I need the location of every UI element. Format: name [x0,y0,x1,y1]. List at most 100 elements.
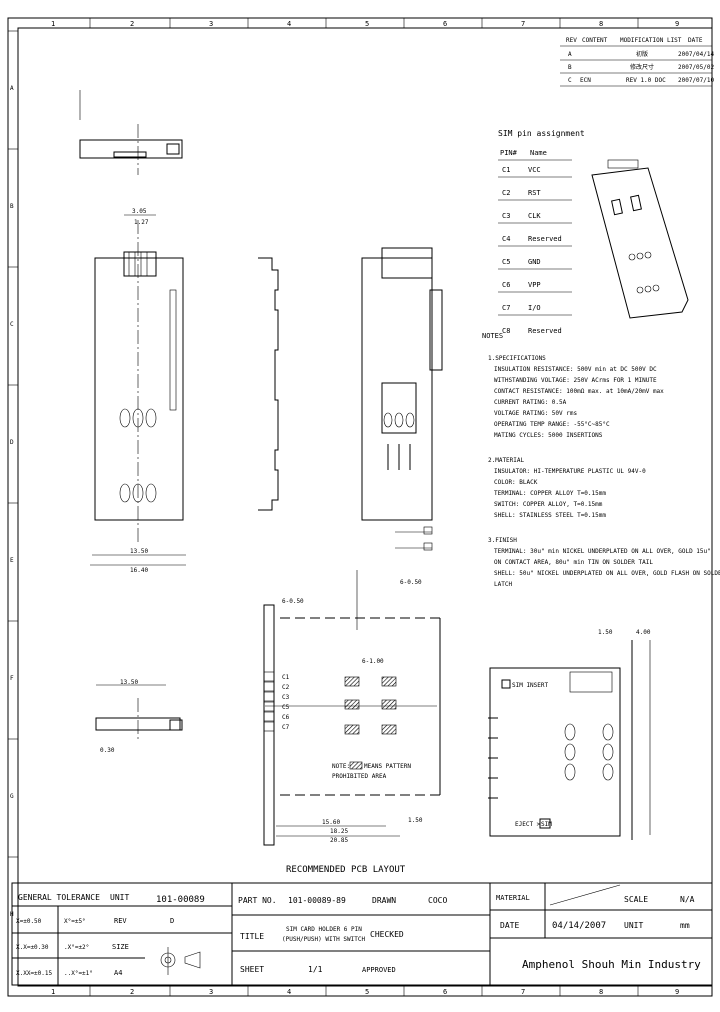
dimension-label: 1.50 [598,629,613,636]
dimension-label: 0.30 [100,747,115,754]
pcb-pin-pad [263,671,275,682]
name-header: Name [530,149,547,157]
pcb-pin-pad [263,721,275,732]
part-no-value: 101-00089-89 [288,896,346,905]
notes-section-heading: 2.MATERIAL [488,457,525,464]
row-marker: G [10,793,14,800]
contact-oval [145,408,157,428]
notes-section-heading: 3.FINISH [488,537,517,544]
pin-number: C6 [502,281,510,289]
dimension-label: 3.05 [132,208,147,215]
contact-oval [564,723,576,741]
rev-value: D [170,917,174,925]
pcb-pin-label: C1 [282,674,290,681]
mod-cell: REV 1.0 DOC [626,77,666,84]
date-label: DATE [500,921,519,930]
pin-number: C2 [502,189,510,197]
size-label: SIZE [112,943,129,951]
rev-cell: B [568,64,572,71]
pcb-note-text-2: PROHIBITED AREA [332,773,387,780]
row-marker: E [10,557,14,564]
dimension-label: 4.00 [636,629,651,636]
pcb-pin-pad [263,681,275,692]
top-view: 3.05 1.27 13.50 16.40 [90,208,186,574]
pcb-pin-pad [263,701,275,712]
column-marker: 2 [130,20,134,28]
dimension-label: 15.60 [322,819,340,826]
date-value: 04/14/2007 [552,921,606,931]
pin-number: C3 [502,212,510,220]
rev-label: REV [114,917,127,925]
notes-section-heading: 1.SPECIFICATIONS [488,355,546,362]
title-label: TITLE [240,932,264,941]
material-label: MATERIAL [496,894,530,902]
notes-line: LATCH [494,581,512,588]
contact-oval [119,408,131,428]
tolerance-linear: X=±0.50 [16,918,42,925]
pcb-note-text: MEANS PATTERN [364,763,411,770]
notes-line: ON CONTACT AREA, 80u" min TIN ON SOLDER … [494,559,653,566]
notes-line: VOLTAGE RATING: 50V rms [494,410,577,417]
column-marker: 3 [209,20,213,28]
row-marker: F [10,675,14,682]
content-header: CONTENT [582,37,608,44]
unit-value-2: mm [680,921,690,930]
dimension-label: 1.50 [408,817,423,824]
pcb-pin-label: C2 [282,684,290,691]
column-marker: 9 [675,988,679,996]
revision-table: REV CONTENT MODIFICATION LIST DATE A 初版 … [560,37,715,87]
column-marker: 9 [675,20,679,28]
pcb-pin-label: C3 [282,694,290,701]
column-marker: 5 [365,988,369,996]
sheet-label: SHEET [240,965,264,974]
dimension-label: 18.25 [330,828,348,835]
checked-label: CHECKED [370,930,404,939]
row-marker: A [10,85,14,92]
sheet-value: 1/1 [308,965,323,974]
title-line-2: (PUSH/PUSH) WITH SWITCH [282,936,365,943]
pin-header: PIN# [500,149,518,157]
notes-line: TERMINAL: 30u" min NICKEL UNDERPLATED ON… [494,548,711,555]
notes-line: WITHSTANDING VOLTAGE: 250V ACrms FOR 1 M… [494,377,657,384]
pcb-pad [344,724,360,735]
pcb-pin-label: C5 [282,704,290,711]
pin-name: VCC [528,166,541,174]
pin-number: C1 [502,166,510,174]
contact-oval [145,483,157,503]
date-header: DATE [688,37,703,44]
column-marker: 6 [443,20,447,28]
column-marker: 1 [51,20,55,28]
pcb-pin-pad [263,691,275,702]
column-marker: 4 [287,988,291,996]
dimension-label: 13.50 [120,679,138,686]
notes-line: CONTACT RESISTANCE: 100mΩ max. at 10mA/2… [494,388,664,395]
dimension-label: 20.85 [330,837,348,844]
side-profile-view [258,257,279,511]
contact-oval [564,743,576,761]
side-view-small: 13.50 0.30 [95,679,183,754]
rev-cell: C [568,77,572,84]
pin-name: I/O [528,304,541,312]
column-marker: 5 [365,20,369,28]
date-cell: 2007/07/10 [678,77,715,84]
eject-sim-label: SIM [541,821,552,828]
dimension-label: 6-0.50 [400,579,422,586]
pcb-pad [344,699,360,710]
mod-cell: 修改尺寸 [630,63,654,71]
side-view-top [79,90,183,175]
contact-oval [602,723,614,741]
rev-header: REV [566,37,577,44]
dimension-label: 16.40 [130,567,148,574]
pcb-pin-label: C7 [282,724,290,731]
tolerance-angular: X°=±5° [64,918,86,925]
tolerance-angular: ..X°=±1° [64,970,93,977]
scale-value: N/A [680,895,695,904]
notes-line: SHELL: 50u" NICKEL UNDERPLATED ON ALL OV… [494,570,720,577]
pcb-layout-title: RECOMMENDED PCB LAYOUT [286,865,406,875]
modification-header: MODIFICATION LIST [620,37,682,44]
pin-name: CLK [528,212,541,220]
